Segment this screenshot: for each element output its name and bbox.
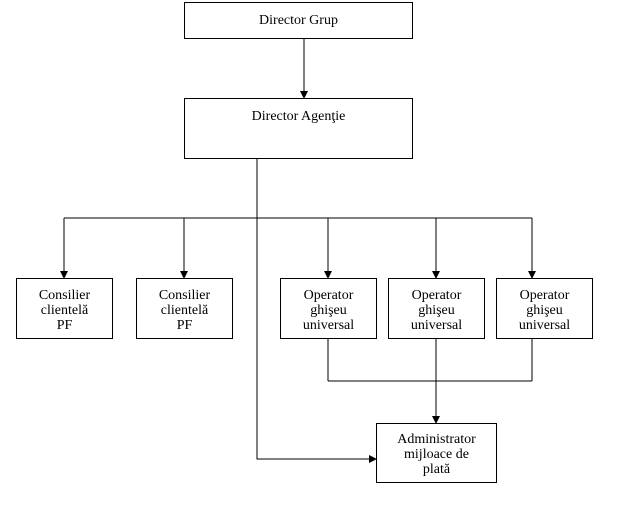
administrator-line2: mijloace de [404, 447, 469, 462]
box-administrator: Administrator mijloace de plată [376, 423, 497, 483]
box-operator-3: Operator ghişeu universal [496, 278, 593, 339]
consilier-2-line2: clientelă [160, 303, 209, 318]
operator-1-line2: ghişeu [310, 303, 347, 318]
consilier-2-line3: PF [176, 318, 193, 333]
operator-2-line1: Operator [411, 288, 462, 303]
director-grup-label: Director Grup [259, 13, 338, 28]
operator-1-line3: universal [302, 318, 355, 333]
operator-3-line2: ghişeu [526, 303, 563, 318]
operator-2-line3: universal [410, 318, 463, 333]
operator-3-line3: universal [518, 318, 571, 333]
operator-3-line1: Operator [519, 288, 570, 303]
box-director-grup: Director Grup [184, 2, 413, 39]
operator-1-line1: Operator [303, 288, 354, 303]
box-consilier-1: Consilier clientelă PF [16, 278, 113, 339]
consilier-1-line3: PF [56, 318, 73, 333]
consilier-2-line1: Consilier [158, 288, 211, 303]
administrator-line3: plată [422, 462, 451, 477]
operator-2-line2: ghişeu [418, 303, 455, 318]
box-operator-2: Operator ghişeu universal [388, 278, 485, 339]
consilier-1-line2: clientelă [40, 303, 89, 318]
box-consilier-2: Consilier clientelă PF [136, 278, 233, 339]
director-agentie-label: Director Agenţie [251, 109, 346, 124]
box-operator-1: Operator ghişeu universal [280, 278, 377, 339]
box-director-agentie: Director Agenţie [184, 98, 413, 159]
consilier-1-line1: Consilier [38, 288, 91, 303]
administrator-line1: Administrator [397, 432, 476, 447]
connector-agentie-to-administrator [256, 158, 377, 463]
